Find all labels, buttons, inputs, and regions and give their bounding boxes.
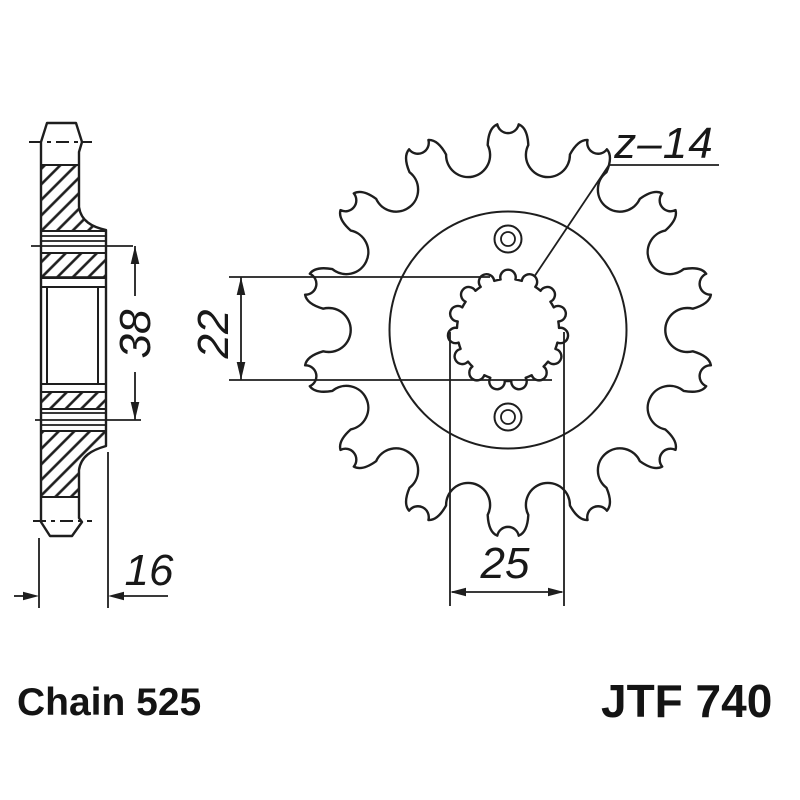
rivet-hole-top-outer — [493, 224, 523, 254]
hub-circle — [388, 210, 628, 450]
chain-size-label: Chain 525 — [17, 681, 202, 724]
dimension-16: 16 — [14, 452, 174, 608]
rivet-hole-top-inner — [500, 231, 516, 247]
section-hatch-upper — [40, 164, 107, 232]
section-hatch-band-lower — [40, 391, 107, 410]
dim-25-text: 25 — [480, 539, 530, 588]
arrowhead-right — [548, 587, 564, 597]
dimension-38: 38 — [31, 245, 160, 421]
dim-22-text: 22 — [189, 310, 238, 360]
arrowhead-down — [130, 402, 140, 420]
dim-38-text: 38 — [111, 309, 160, 358]
arrowhead-up — [236, 277, 246, 295]
arrowhead-left — [450, 587, 466, 597]
front-view — [303, 123, 713, 537]
rivet-hole-bottom-outer — [493, 402, 523, 432]
spline-bore — [446, 268, 570, 391]
dimension-25: 25 — [449, 332, 565, 606]
arrowhead-left — [108, 591, 124, 601]
dimension-22: 22 — [189, 276, 552, 381]
leader-line — [533, 164, 610, 278]
dim-16-text: 16 — [125, 546, 174, 595]
side-view — [29, 121, 108, 538]
arrowhead-down — [236, 362, 246, 380]
teeth-count-callout: z–14 — [533, 119, 719, 278]
part-number-label: JTF 740 — [601, 675, 773, 727]
rivet-hole-bottom-inner — [500, 409, 516, 425]
arrowhead-right — [23, 591, 39, 601]
arrowhead-up — [130, 246, 140, 264]
teeth-count-text: z–14 — [613, 119, 713, 168]
section-hatch-band-upper — [40, 252, 107, 278]
section-hatch-lower — [40, 430, 107, 498]
